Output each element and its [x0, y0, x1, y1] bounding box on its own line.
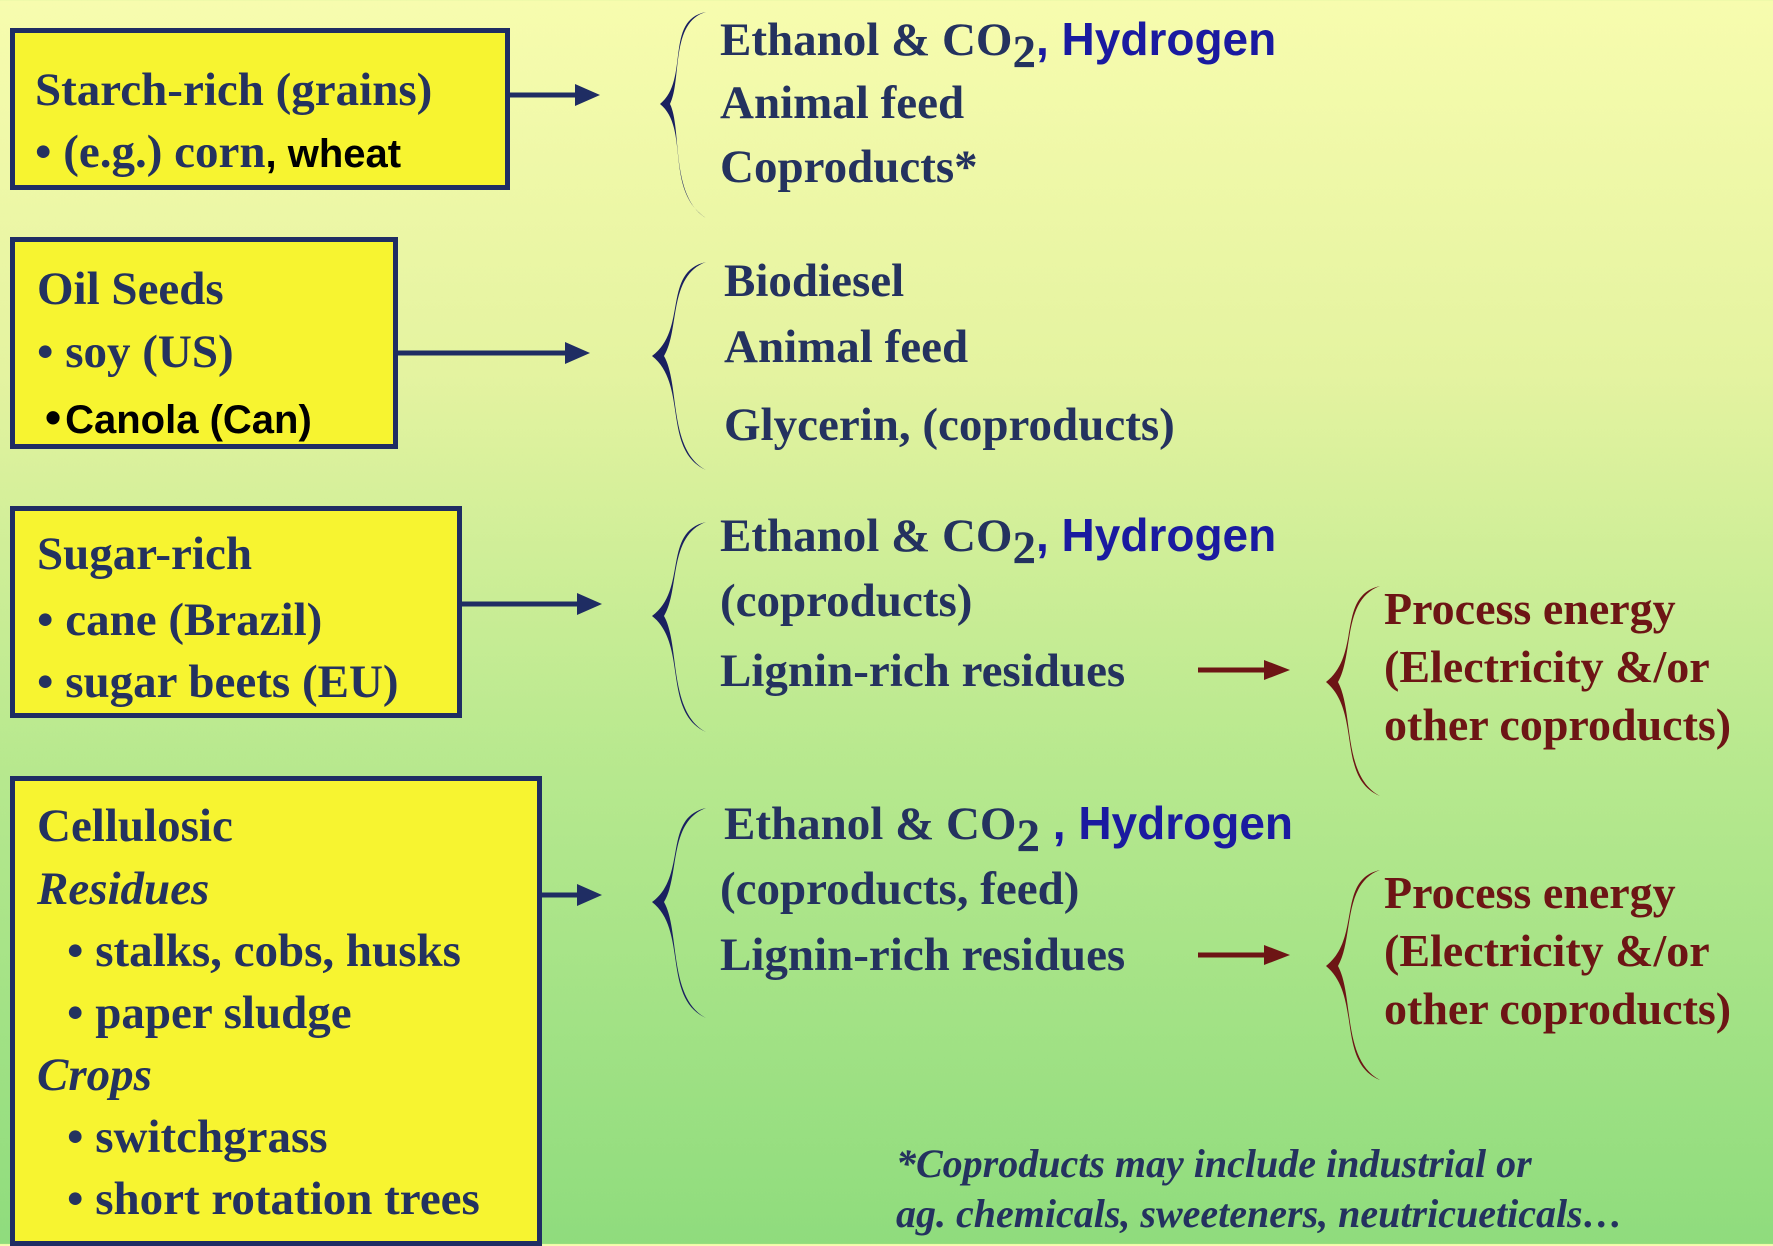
- sugar-energy-line2: (Electricity &/or: [1384, 641, 1710, 692]
- starch-arrow-head: [575, 84, 600, 106]
- oil-feedstock-box: Oil Seeds • soy (US) • Canola (Can): [10, 237, 398, 449]
- product-braces: [652, 12, 706, 1018]
- oil-product-glycerin: Glycerin, (coproducts): [724, 399, 1175, 451]
- cellulosic-energy-arrow-head: [1264, 945, 1290, 965]
- oil-title: Oil Seeds: [37, 263, 224, 315]
- residues-label: Residues: [37, 863, 210, 915]
- sugar-brace: [652, 522, 706, 732]
- sugar-energy-brace: [1326, 586, 1380, 796]
- oil-arrow-head: [565, 342, 590, 364]
- arrows-to-energy: [1198, 660, 1290, 965]
- oil-item-soy: • soy (US): [37, 326, 234, 378]
- hydrogen-text: , Hydrogen: [1040, 797, 1294, 849]
- starch-product-ethanol: Ethanol & CO2, Hydrogen: [720, 12, 1276, 79]
- ethanol-co-text: Ethanol & CO: [720, 14, 1013, 66]
- oil-brace: [652, 262, 706, 470]
- cellulosic-product-coproducts: (coproducts, feed): [720, 863, 1080, 915]
- starch-product-animal-feed: Animal feed: [720, 77, 965, 129]
- co2-subscript: 2: [1016, 809, 1041, 862]
- sugar-title: Sugar-rich: [37, 528, 252, 580]
- sugar-energy-line1: Process energy: [1384, 583, 1676, 634]
- ethanol-co-text: Ethanol & CO: [724, 798, 1017, 850]
- sugar-feedstock-box: Sugar-rich • cane (Brazil) • sugar beets…: [10, 506, 462, 718]
- hydrogen-text: , Hydrogen: [1036, 509, 1277, 561]
- residue-stalks: • stalks, cobs, husks: [67, 925, 461, 977]
- energy-braces: [1326, 586, 1380, 1080]
- sugar-item-beets: • sugar beets (EU): [37, 656, 399, 708]
- cellulosic-arrow-head: [577, 884, 602, 906]
- sugar-product-lignin: Lignin-rich residues: [720, 645, 1126, 697]
- oil-item-canola: • Canola (Can): [45, 390, 312, 444]
- oil-product-biodiesel: Biodiesel: [724, 255, 905, 307]
- sugar-item-cane: • cane (Brazil): [37, 594, 323, 646]
- crop-switchgrass: • switchgrass: [67, 1111, 328, 1163]
- co2-subscript: 2: [1012, 25, 1037, 78]
- starch-item: • (e.g.) corn, wheat: [35, 125, 401, 179]
- hydrogen-text: , Hydrogen: [1036, 13, 1277, 65]
- sugar-energy-arrow-head: [1264, 660, 1290, 680]
- cellulosic-brace: [652, 808, 706, 1018]
- starch-item-corn: • (e.g.) corn: [35, 126, 266, 178]
- crop-short-rotation-trees: • short rotation trees: [67, 1173, 480, 1225]
- sugar-product-ethanol: Ethanol & CO2, Hydrogen: [720, 508, 1276, 575]
- starch-title: Starch-rich (grains): [35, 64, 433, 116]
- oil-product-animal-feed: Animal feed: [724, 321, 969, 373]
- footnote-line1: *Coproducts may include industrial or: [896, 1141, 1532, 1186]
- cellulosic-product-lignin: Lignin-rich residues: [720, 929, 1126, 981]
- cellulosic-energy-brace: [1326, 870, 1380, 1080]
- ethanol-co-text: Ethanol & CO: [720, 510, 1013, 562]
- crops-label: Crops: [37, 1049, 152, 1101]
- cellulosic-energy-line1: Process energy: [1384, 867, 1676, 918]
- cellulosic-feedstock-box: Cellulosic Residues • stalks, cobs, husk…: [10, 776, 542, 1246]
- sugar-product-coproducts: (coproducts): [720, 575, 973, 627]
- starch-feedstock-box: Starch-rich (grains) • (e.g.) corn, whea…: [10, 28, 510, 190]
- starch-item-wheat: , wheat: [265, 132, 402, 176]
- sugar-arrow-head: [577, 593, 602, 615]
- arrows-to-products: [398, 84, 602, 906]
- sugar-energy-line3: other coproducts): [1384, 699, 1732, 750]
- residue-paper-sludge: • paper sludge: [67, 987, 352, 1039]
- footnote-line2: ag. chemicals, sweeteners, neutricuetica…: [896, 1191, 1623, 1236]
- canola-bullet: •: [45, 391, 62, 443]
- cellulosic-energy-line2: (Electricity &/or: [1384, 925, 1710, 976]
- starch-product-coproducts: Coproducts*: [720, 141, 978, 193]
- starch-brace: [660, 12, 706, 218]
- cellulosic-title: Cellulosic: [37, 800, 233, 852]
- co2-subscript: 2: [1012, 521, 1037, 574]
- canola-label: Canola (Can): [65, 398, 312, 442]
- cellulosic-product-ethanol: Ethanol & CO2 , Hydrogen: [724, 796, 1293, 863]
- cellulosic-energy-line3: other coproducts): [1384, 983, 1732, 1034]
